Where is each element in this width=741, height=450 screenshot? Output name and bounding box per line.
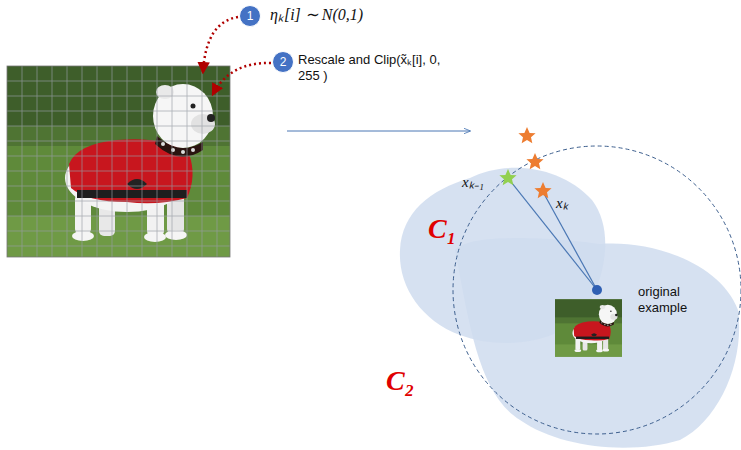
region-label: C₂ (386, 364, 414, 398)
star-points (499, 127, 551, 198)
annotation-text: ηₖ[i] ∼ N(0,1) (270, 5, 363, 24)
distance-ball (453, 146, 741, 434)
step-number: 1 (247, 10, 254, 22)
annotation-text: original example (638, 284, 716, 315)
pointer-arrow (213, 63, 271, 94)
center-point (592, 285, 602, 295)
pixel-grid (7, 66, 230, 257)
pointer-arrow (203, 17, 238, 72)
region-label: C₁ (428, 212, 456, 246)
ray (508, 178, 597, 290)
ray (543, 192, 597, 290)
point-label: xₖ₋₁ (462, 173, 484, 191)
point-label: xₖ (556, 194, 568, 212)
dog-photo (7, 66, 230, 257)
step-badge: 2 (272, 51, 294, 73)
step-badge: 1 (239, 5, 261, 27)
dog-thumbnail (555, 299, 622, 356)
step-number: 2 (280, 56, 287, 68)
transition-arrow (287, 131, 470, 132)
annotation-text: Rescale and Clip(x̃ₖ[i], 0, 255 ) (298, 52, 448, 83)
